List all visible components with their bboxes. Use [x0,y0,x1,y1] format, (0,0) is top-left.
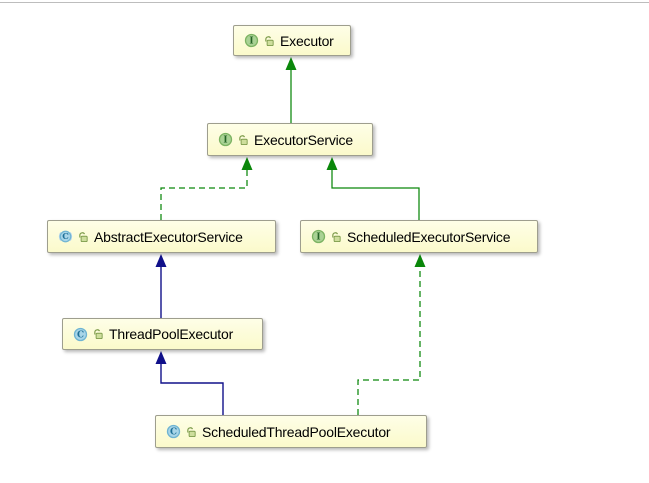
interface-icon: I [244,33,259,48]
svg-text:I: I [249,37,253,47]
class-icon: C [166,424,181,439]
class-icon: C [73,327,88,342]
edge-threadpoolexecutor-extends-abstractexecutorservice [155,254,167,318]
unlocked-padlock-icon [93,328,104,340]
unlocked-padlock-icon [238,134,249,146]
edge-arrowhead [414,254,426,267]
svg-text:C: C [77,330,84,340]
class-name-label: ThreadPoolExecutor [109,326,234,342]
edge-abstractexecutorservice-implements-executorservice [160,157,253,220]
interface-icon: I [311,229,326,244]
unlocked-padlock-icon [331,231,342,243]
svg-text:C: C [62,231,69,241]
class-name-label: ScheduledThreadPoolExecutor [202,423,391,440]
class-node-scheduled-executor-service[interactable]: I ScheduledExecutorService [300,220,538,253]
edge-scheduledthreadpoolexecutor-extends-threadpoolexecutor [155,351,224,415]
interface-icon: I [218,132,233,147]
svg-text:I: I [223,136,227,146]
class-node-thread-pool-executor[interactable]: C ThreadPoolExecutor [62,318,263,350]
class-node-executor-service[interactable]: I ExecutorService [207,123,373,156]
svg-text:I: I [316,233,320,243]
class-name-label: ScheduledExecutorService [347,228,511,245]
class-node-executor[interactable]: I Executor [233,25,351,56]
edge-arrowhead [285,57,297,70]
edge-scheduledexecutorservice-extends-executorservice [326,157,420,220]
edge-arrowhead [326,157,338,170]
edge-arrowhead [155,254,167,267]
abstract-class-icon: C [58,229,73,244]
panel-top-border [0,2,649,3]
unlocked-padlock-icon [264,35,275,47]
svg-text:C: C [170,428,177,438]
class-node-abstract-executor-service[interactable]: C AbstractExecutorService [47,220,276,253]
class-name-label: Executor [280,32,334,49]
class-name-label: AbstractExecutorService [94,228,243,245]
edge-scheduledthreadpoolexecutor-implements-scheduledexecutorservice [357,254,426,415]
extends-line [160,363,224,415]
extends-line [331,169,420,220]
edge-executorservice-extends-executor [285,57,297,123]
class-name-label: ExecutorService [254,131,353,148]
implements-line [357,266,421,415]
unlocked-padlock-icon [78,231,89,243]
edge-arrowhead [155,351,167,364]
implements-line [160,169,248,220]
class-node-scheduled-thread-pool-executor[interactable]: C ScheduledThreadPoolExecutor [155,415,427,448]
edge-arrowhead [241,157,253,170]
unlocked-padlock-icon [186,426,197,438]
